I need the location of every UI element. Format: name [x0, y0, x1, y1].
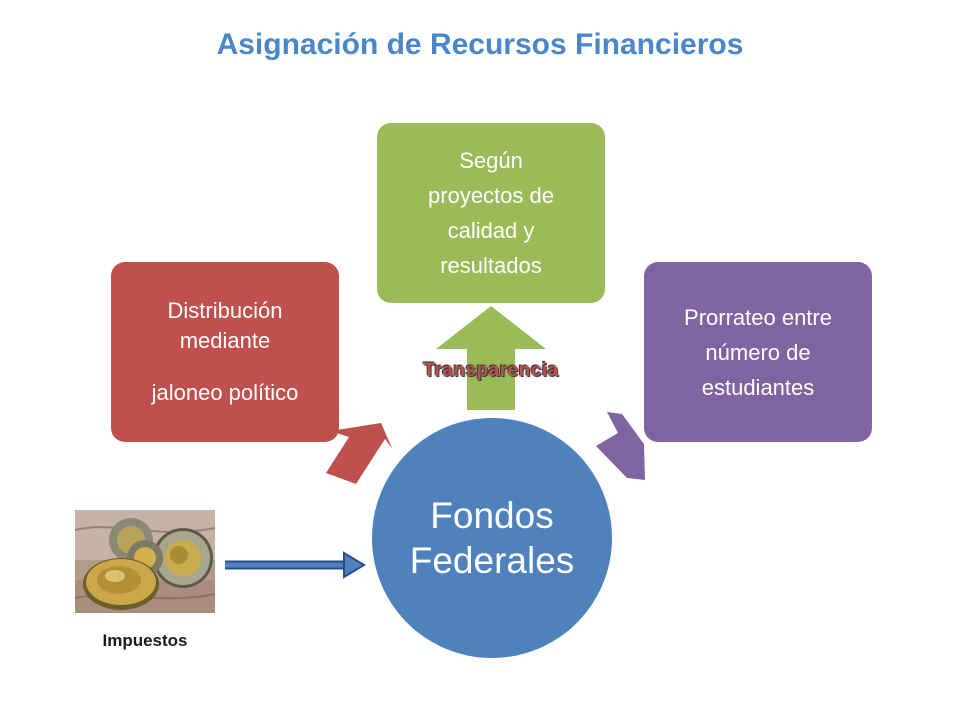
center-line1: Fondos [430, 495, 554, 536]
node-distribucion: Distribución mediante jaloneo político [111, 262, 339, 442]
page-title: Asignación de Recursos Financieros [216, 28, 744, 61]
node-green-line3: calidad y [447, 218, 535, 243]
arrow-label-transparencia: Transparencia [423, 360, 559, 381]
coins-image [75, 510, 215, 613]
node-purple-line1: Prorrateo entre [684, 304, 832, 330]
node-green-line4: resultados [440, 253, 542, 278]
node-fondos-federales: Fondos Federales [372, 418, 612, 658]
node-proyectos: Según proyectos de calidad y resultados [377, 123, 605, 303]
node-red-line1: Distribución [167, 298, 283, 323]
center-line2: Federales [409, 540, 575, 581]
image-caption: Impuestos [102, 631, 188, 650]
node-red-line3: jaloneo político [151, 380, 299, 405]
arrow-up-green [436, 306, 546, 410]
node-green-line1: Según [459, 148, 523, 173]
node-purple-line2: número de [705, 339, 811, 365]
node-green-line2: proyectos de [428, 183, 554, 208]
node-red-line2: mediante [179, 328, 271, 353]
arrow-purple [596, 412, 645, 480]
node-prorrateo: Prorrateo entre número de estudiantes [644, 262, 872, 442]
node-purple-line3: estudiantes [701, 374, 815, 400]
